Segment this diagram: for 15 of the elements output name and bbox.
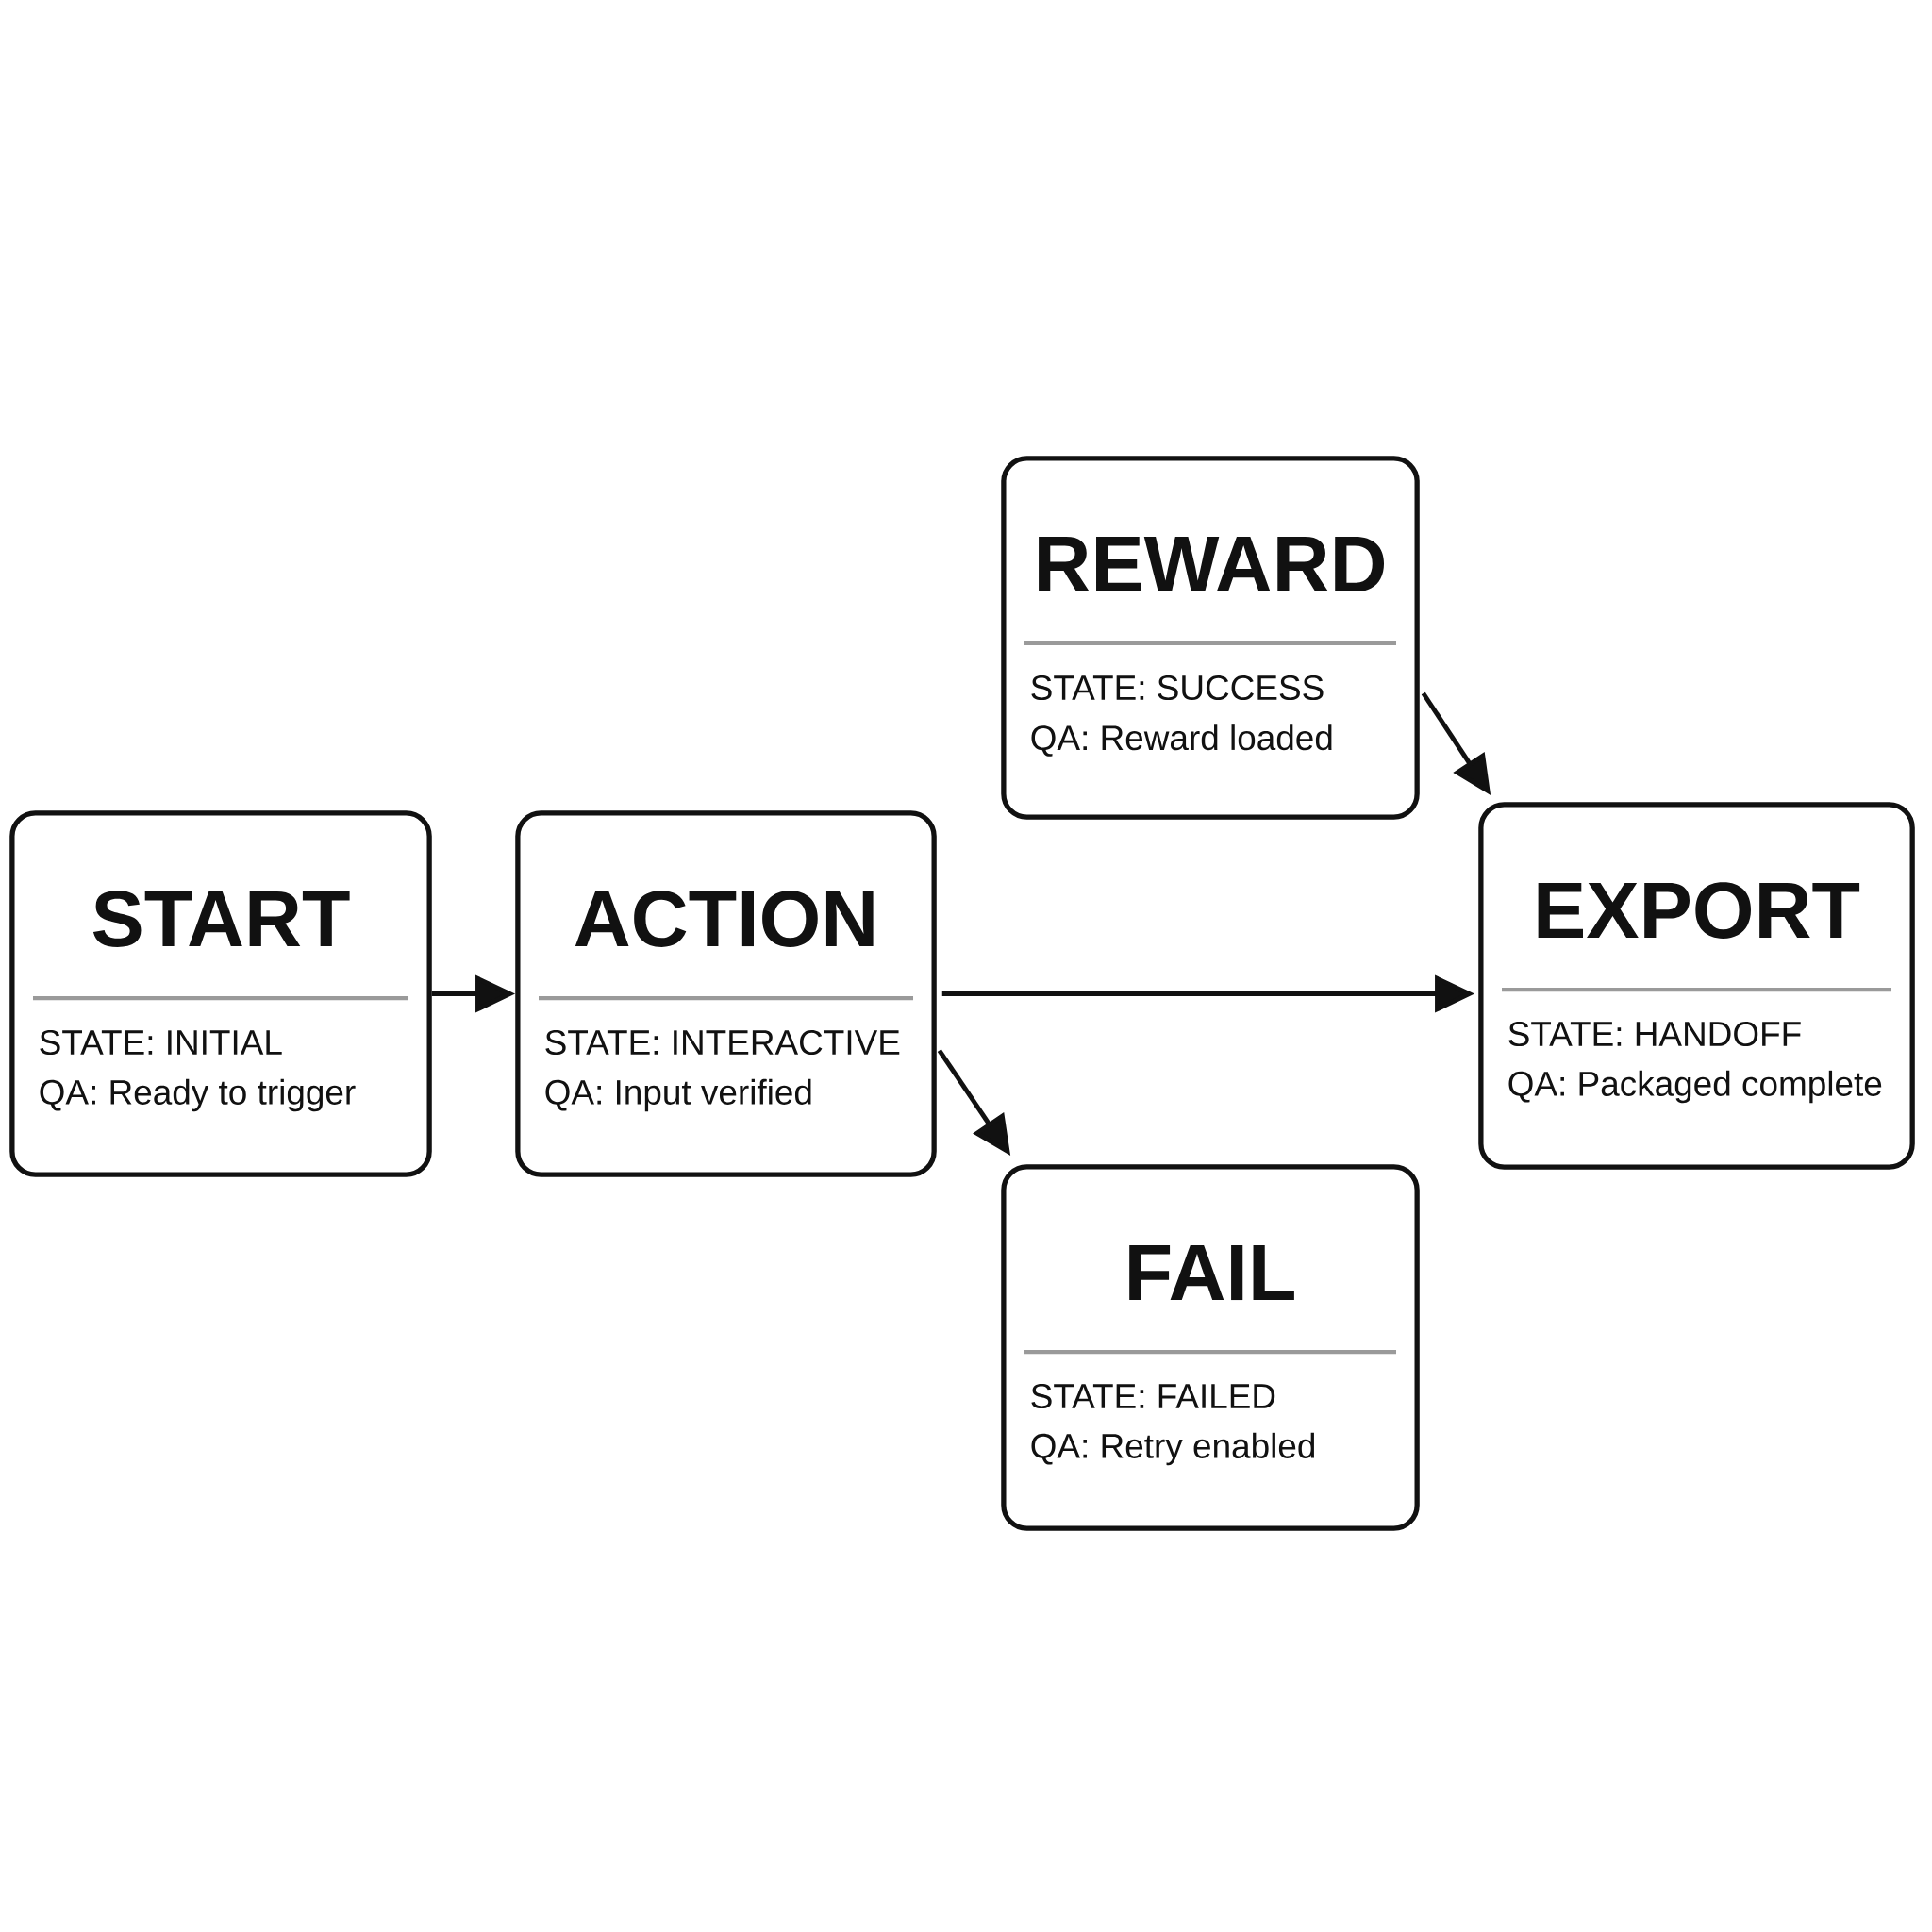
state-detail: QA: Retry enabled — [1031, 1432, 1315, 1466]
state-detail: QA: Packaged complete — [1508, 1070, 1882, 1104]
state-detail: QA: Input verified — [545, 1078, 811, 1112]
state-title: EXPORT — [1538, 882, 1860, 939]
state-detail: QA: Reward loaded — [1031, 724, 1332, 757]
state-detail: STATE: FAILED — [1031, 1383, 1275, 1409]
state-detail: QA: Ready to trigger — [40, 1078, 356, 1112]
state-detail: STATE: HANDOFF — [1508, 1021, 1801, 1047]
state-title: ACTION — [575, 891, 874, 947]
state-title: START — [92, 891, 350, 947]
state-detail: STATE: SUCCESS — [1031, 675, 1324, 701]
state-title: REWARD — [1039, 536, 1384, 592]
state-title: FAIL — [1129, 1244, 1294, 1301]
state-detail: STATE: INTERACTIVE — [545, 1029, 900, 1056]
state-detail: STATE: INITIAL — [40, 1029, 282, 1056]
